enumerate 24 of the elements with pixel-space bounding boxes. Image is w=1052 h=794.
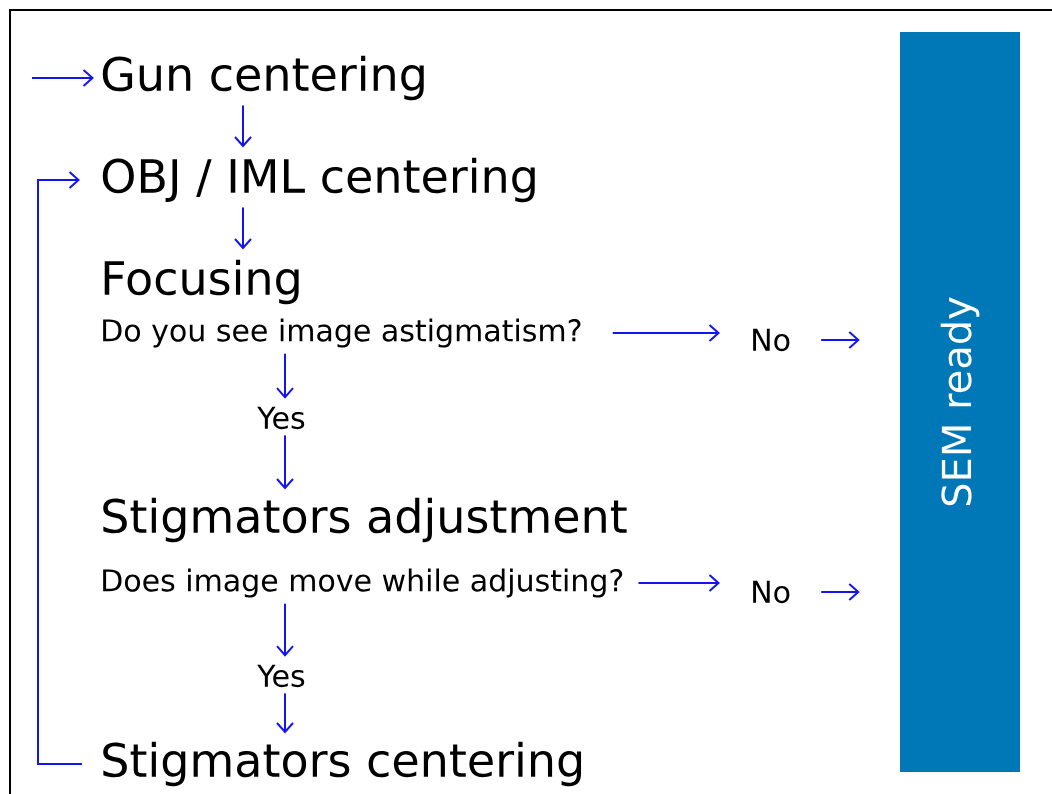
arrow xyxy=(276,352,294,399)
arrow xyxy=(234,206,252,250)
arrow xyxy=(820,583,860,601)
answer-label: Yes xyxy=(257,406,305,430)
arrow xyxy=(31,69,94,87)
arrow xyxy=(234,104,252,148)
arrow xyxy=(820,331,860,349)
step-label: OBJ / IML centering xyxy=(102,157,535,203)
arrow xyxy=(276,434,294,490)
arrow xyxy=(611,324,720,342)
arrow xyxy=(37,171,83,765)
question-text: Do you see image astigmatism? xyxy=(103,318,581,348)
answer-label: No xyxy=(753,328,790,352)
arrow xyxy=(637,574,720,592)
step-label: Gun centering xyxy=(102,55,424,101)
question-text: Does image move while adjusting? xyxy=(103,568,623,598)
answer-label: No xyxy=(753,580,790,604)
arrow xyxy=(276,602,294,657)
step-label: Focusing xyxy=(104,259,299,305)
step-label: Stigmators centering xyxy=(103,741,582,787)
step-label: Stigmators adjustment xyxy=(103,497,627,543)
arrow xyxy=(276,692,294,734)
status-bar: SEM ready xyxy=(900,32,1020,772)
answer-label: Yes xyxy=(257,664,305,688)
